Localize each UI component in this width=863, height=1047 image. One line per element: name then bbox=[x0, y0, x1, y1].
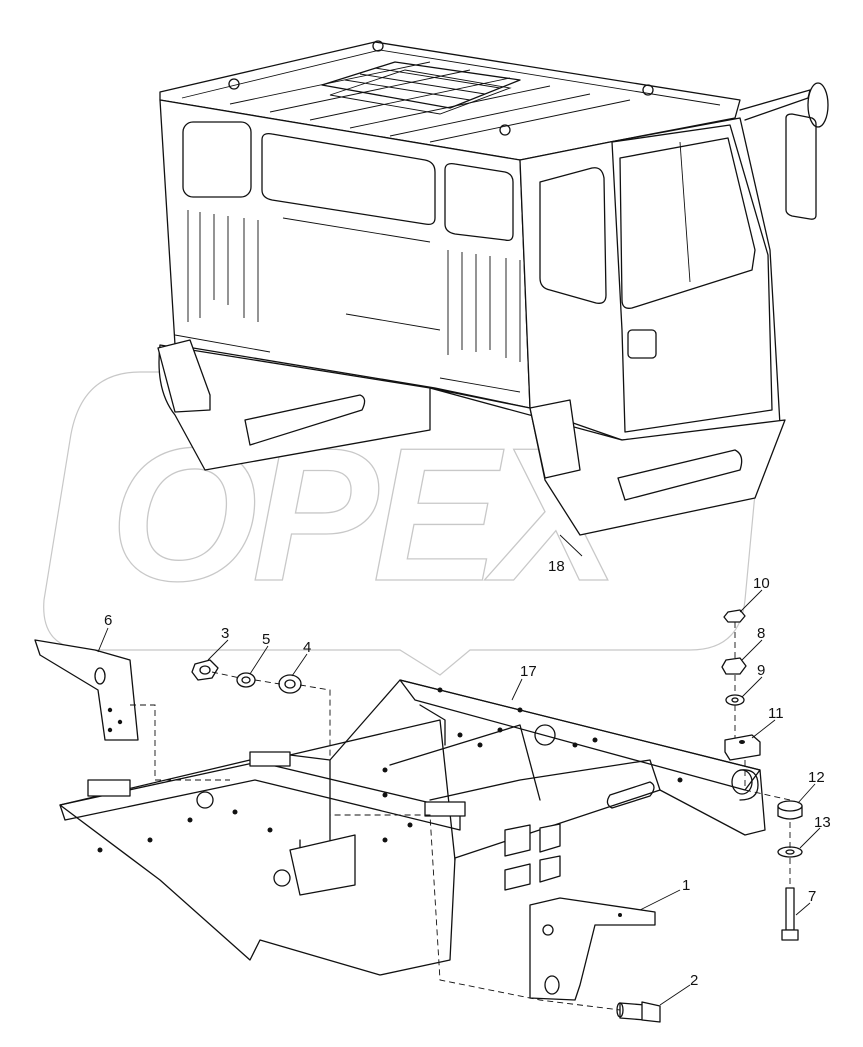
callout-12: 12 bbox=[808, 769, 825, 786]
spacer-block-11 bbox=[724, 734, 761, 761]
callout-4: 4 bbox=[303, 639, 311, 656]
mounting-bracket-6 bbox=[34, 639, 139, 741]
lifting-eye-icon bbox=[499, 124, 511, 136]
callout-9: 9 bbox=[757, 662, 765, 679]
washer-5 bbox=[236, 672, 256, 688]
bolt-2 bbox=[616, 1001, 661, 1023]
washer-9 bbox=[725, 694, 745, 706]
assembly-lines bbox=[130, 622, 791, 1011]
callout-8: 8 bbox=[757, 625, 765, 642]
leader-lines bbox=[97, 534, 821, 1006]
mounting-bracket-1 bbox=[529, 897, 656, 1001]
callout-18: 18 bbox=[548, 558, 565, 575]
cab-assembly bbox=[157, 40, 829, 536]
callout-1: 1 bbox=[682, 877, 690, 894]
door-handle bbox=[627, 329, 657, 359]
lifting-eye-icon bbox=[372, 40, 384, 52]
callout-5: 5 bbox=[262, 631, 270, 648]
rubber-mount-12 bbox=[777, 800, 803, 820]
callout-2: 2 bbox=[690, 972, 698, 989]
bolt-7 bbox=[781, 887, 799, 941]
callout-11: 11 bbox=[768, 705, 784, 722]
callout-3: 3 bbox=[221, 625, 229, 642]
nut-3 bbox=[191, 659, 219, 681]
bolt-holes bbox=[97, 687, 683, 853]
lifting-eye-icon bbox=[228, 78, 240, 90]
callout-labels: 18 6 3 5 4 17 10 8 9 11 12 13 7 1 2 bbox=[104, 558, 831, 989]
nut-8 bbox=[721, 657, 747, 675]
lifting-eye-icon bbox=[642, 84, 654, 96]
callout-6: 6 bbox=[104, 612, 112, 629]
callout-10: 10 bbox=[753, 575, 770, 592]
nut-10 bbox=[723, 609, 746, 623]
callout-17: 17 bbox=[520, 663, 537, 680]
callout-13: 13 bbox=[814, 814, 831, 831]
washer-4 bbox=[278, 674, 302, 694]
callout-7: 7 bbox=[808, 888, 816, 905]
subframe-assembly bbox=[59, 679, 766, 976]
washer-13 bbox=[777, 846, 803, 858]
